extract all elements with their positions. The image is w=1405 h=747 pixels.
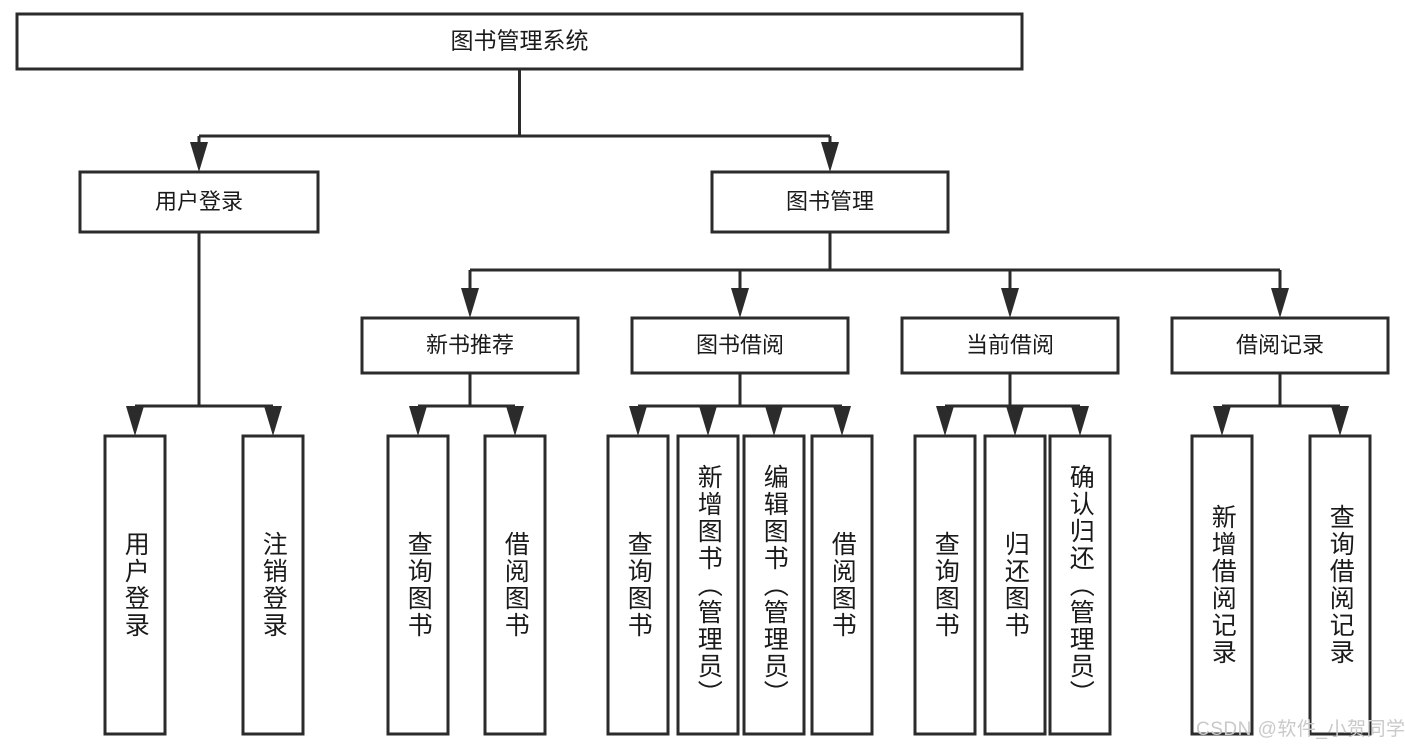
node-label-borrow-record: 借阅记录: [1236, 332, 1324, 357]
node-label-current-borrow: 当前借阅: [966, 332, 1054, 357]
arrow-head-icon-leaf-borrow-book: [833, 406, 851, 436]
arrow-head-icon-new-book-recommend: [461, 288, 479, 318]
node-box-leaf-logout[interactable]: [241, 434, 305, 736]
node-box-leaf-add-book[interactable]: [676, 434, 740, 736]
node-box-borrow-record[interactable]: [1170, 316, 1390, 375]
node-box-leaf-borrow-book-recommend[interactable]: [483, 434, 547, 736]
arrow-head-icon-leaf-user-login: [126, 406, 144, 436]
node-box-new-book-recommend[interactable]: [360, 316, 580, 375]
node-label-book-borrow: 图书借阅: [696, 332, 784, 357]
node-box-leaf-return-book[interactable]: [983, 434, 1047, 736]
node-box-book-management[interactable]: [710, 170, 950, 234]
arrow-head-icon-borrow-record: [1271, 288, 1289, 318]
arrow-head-icon-leaf-add-book: [699, 406, 717, 436]
arrow-head-icon-current-borrow: [1001, 288, 1019, 318]
arrow-head-icon-leaf-query-book-recommend: [409, 406, 427, 436]
node-box-book-borrow[interactable]: [630, 316, 850, 375]
arrow-head-icon-leaf-confirm-return: [1071, 406, 1089, 436]
node-box-current-borrow[interactable]: [900, 316, 1120, 375]
node-box-user-login[interactable]: [78, 170, 320, 234]
node-box-leaf-confirm-return[interactable]: [1048, 434, 1112, 736]
box-layer: [15, 12, 1390, 736]
node-box-leaf-user-login[interactable]: [103, 434, 167, 736]
node-label-root: 图书管理系统: [451, 28, 589, 54]
node-box-leaf-query-borrow-record[interactable]: [1308, 434, 1372, 736]
arrow-head-icon-leaf-add-borrow-record: [1213, 406, 1231, 436]
arrow-head-icon-leaf-query-borrow-record: [1331, 406, 1349, 436]
node-box-leaf-edit-book[interactable]: [742, 434, 806, 736]
node-label-new-book-recommend: 新书推荐: [426, 332, 514, 357]
arrow-head-icon-leaf-borrow-book-recommend: [506, 406, 524, 436]
node-box-root[interactable]: [15, 12, 1024, 71]
node-box-leaf-query-book-recommend[interactable]: [386, 434, 450, 736]
connector-layer: [126, 69, 1349, 436]
arrow-head-icon-user-login: [190, 142, 208, 172]
arrow-head-icon-leaf-query-book-current: [936, 406, 954, 436]
csdn-watermark: CSDN @软件_小贺同学: [1196, 719, 1405, 740]
arrow-head-icon-leaf-edit-book: [765, 406, 783, 436]
node-box-leaf-query-book-current[interactable]: [913, 434, 977, 736]
node-label-user-login: 用户登录: [155, 189, 243, 214]
arrow-head-icon-book-borrow: [731, 288, 749, 318]
arrow-head-icon-book-management: [821, 142, 839, 172]
node-box-leaf-query-book-borrow[interactable]: [606, 434, 670, 736]
arrow-head-icon-leaf-return-book: [1006, 406, 1024, 436]
node-label-book-management: 图书管理: [786, 189, 874, 214]
node-box-leaf-borrow-book[interactable]: [810, 434, 874, 736]
arrow-head-icon-leaf-query-book-borrow: [629, 406, 647, 436]
arrow-head-icon-leaf-logout: [264, 406, 282, 436]
node-box-leaf-add-borrow-record[interactable]: [1190, 434, 1254, 736]
